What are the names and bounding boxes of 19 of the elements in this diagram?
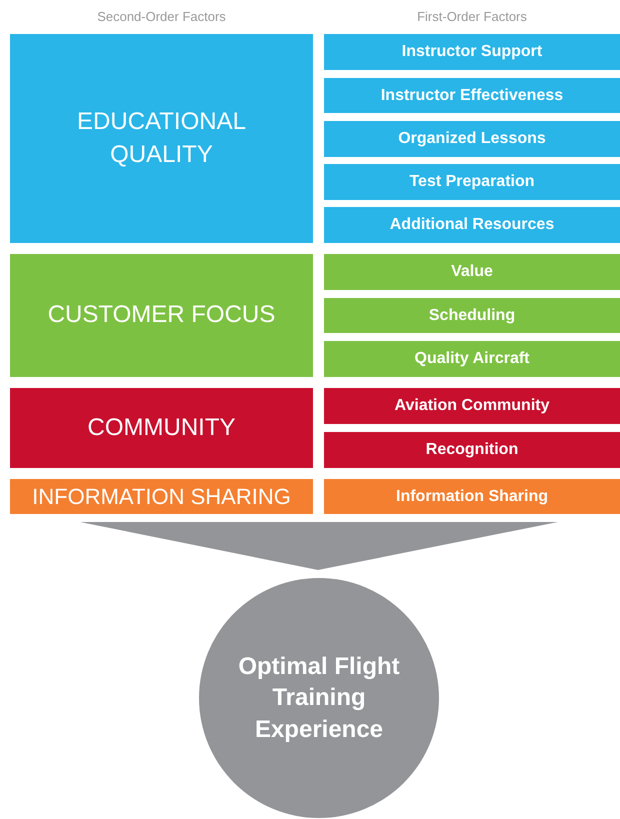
second-order-factor: CUSTOMER FOCUS — [10, 254, 313, 377]
first-order-factor: Information Sharing — [324, 479, 620, 514]
first-order-factor: Scheduling — [324, 298, 620, 333]
second-order-factor: EDUCATIONAL QUALITY — [10, 34, 313, 243]
first-order-factor: Instructor Effectiveness — [324, 78, 620, 113]
first-order-factor: Test Preparation — [324, 164, 620, 200]
first-order-factor: Value — [324, 254, 620, 290]
first-order-factor: Organized Lessons — [324, 121, 620, 157]
first-order-factor: Instructor Support — [324, 34, 620, 70]
column-heading: Second-Order Factors — [96, 9, 227, 24]
first-order-factor: Recognition — [324, 432, 620, 468]
first-order-factor: Quality Aircraft — [324, 341, 620, 377]
second-order-factor: INFORMATION SHARING — [10, 479, 313, 514]
column-heading: First-Order Factors — [416, 9, 528, 24]
first-order-factor: Aviation Community — [324, 388, 620, 424]
first-order-factor: Additional Resources — [324, 207, 620, 243]
second-order-factor: COMMUNITY — [10, 388, 313, 468]
funnel-shape — [80, 522, 558, 570]
outcome-text: Optimal Flight Training Experience — [237, 652, 401, 745]
